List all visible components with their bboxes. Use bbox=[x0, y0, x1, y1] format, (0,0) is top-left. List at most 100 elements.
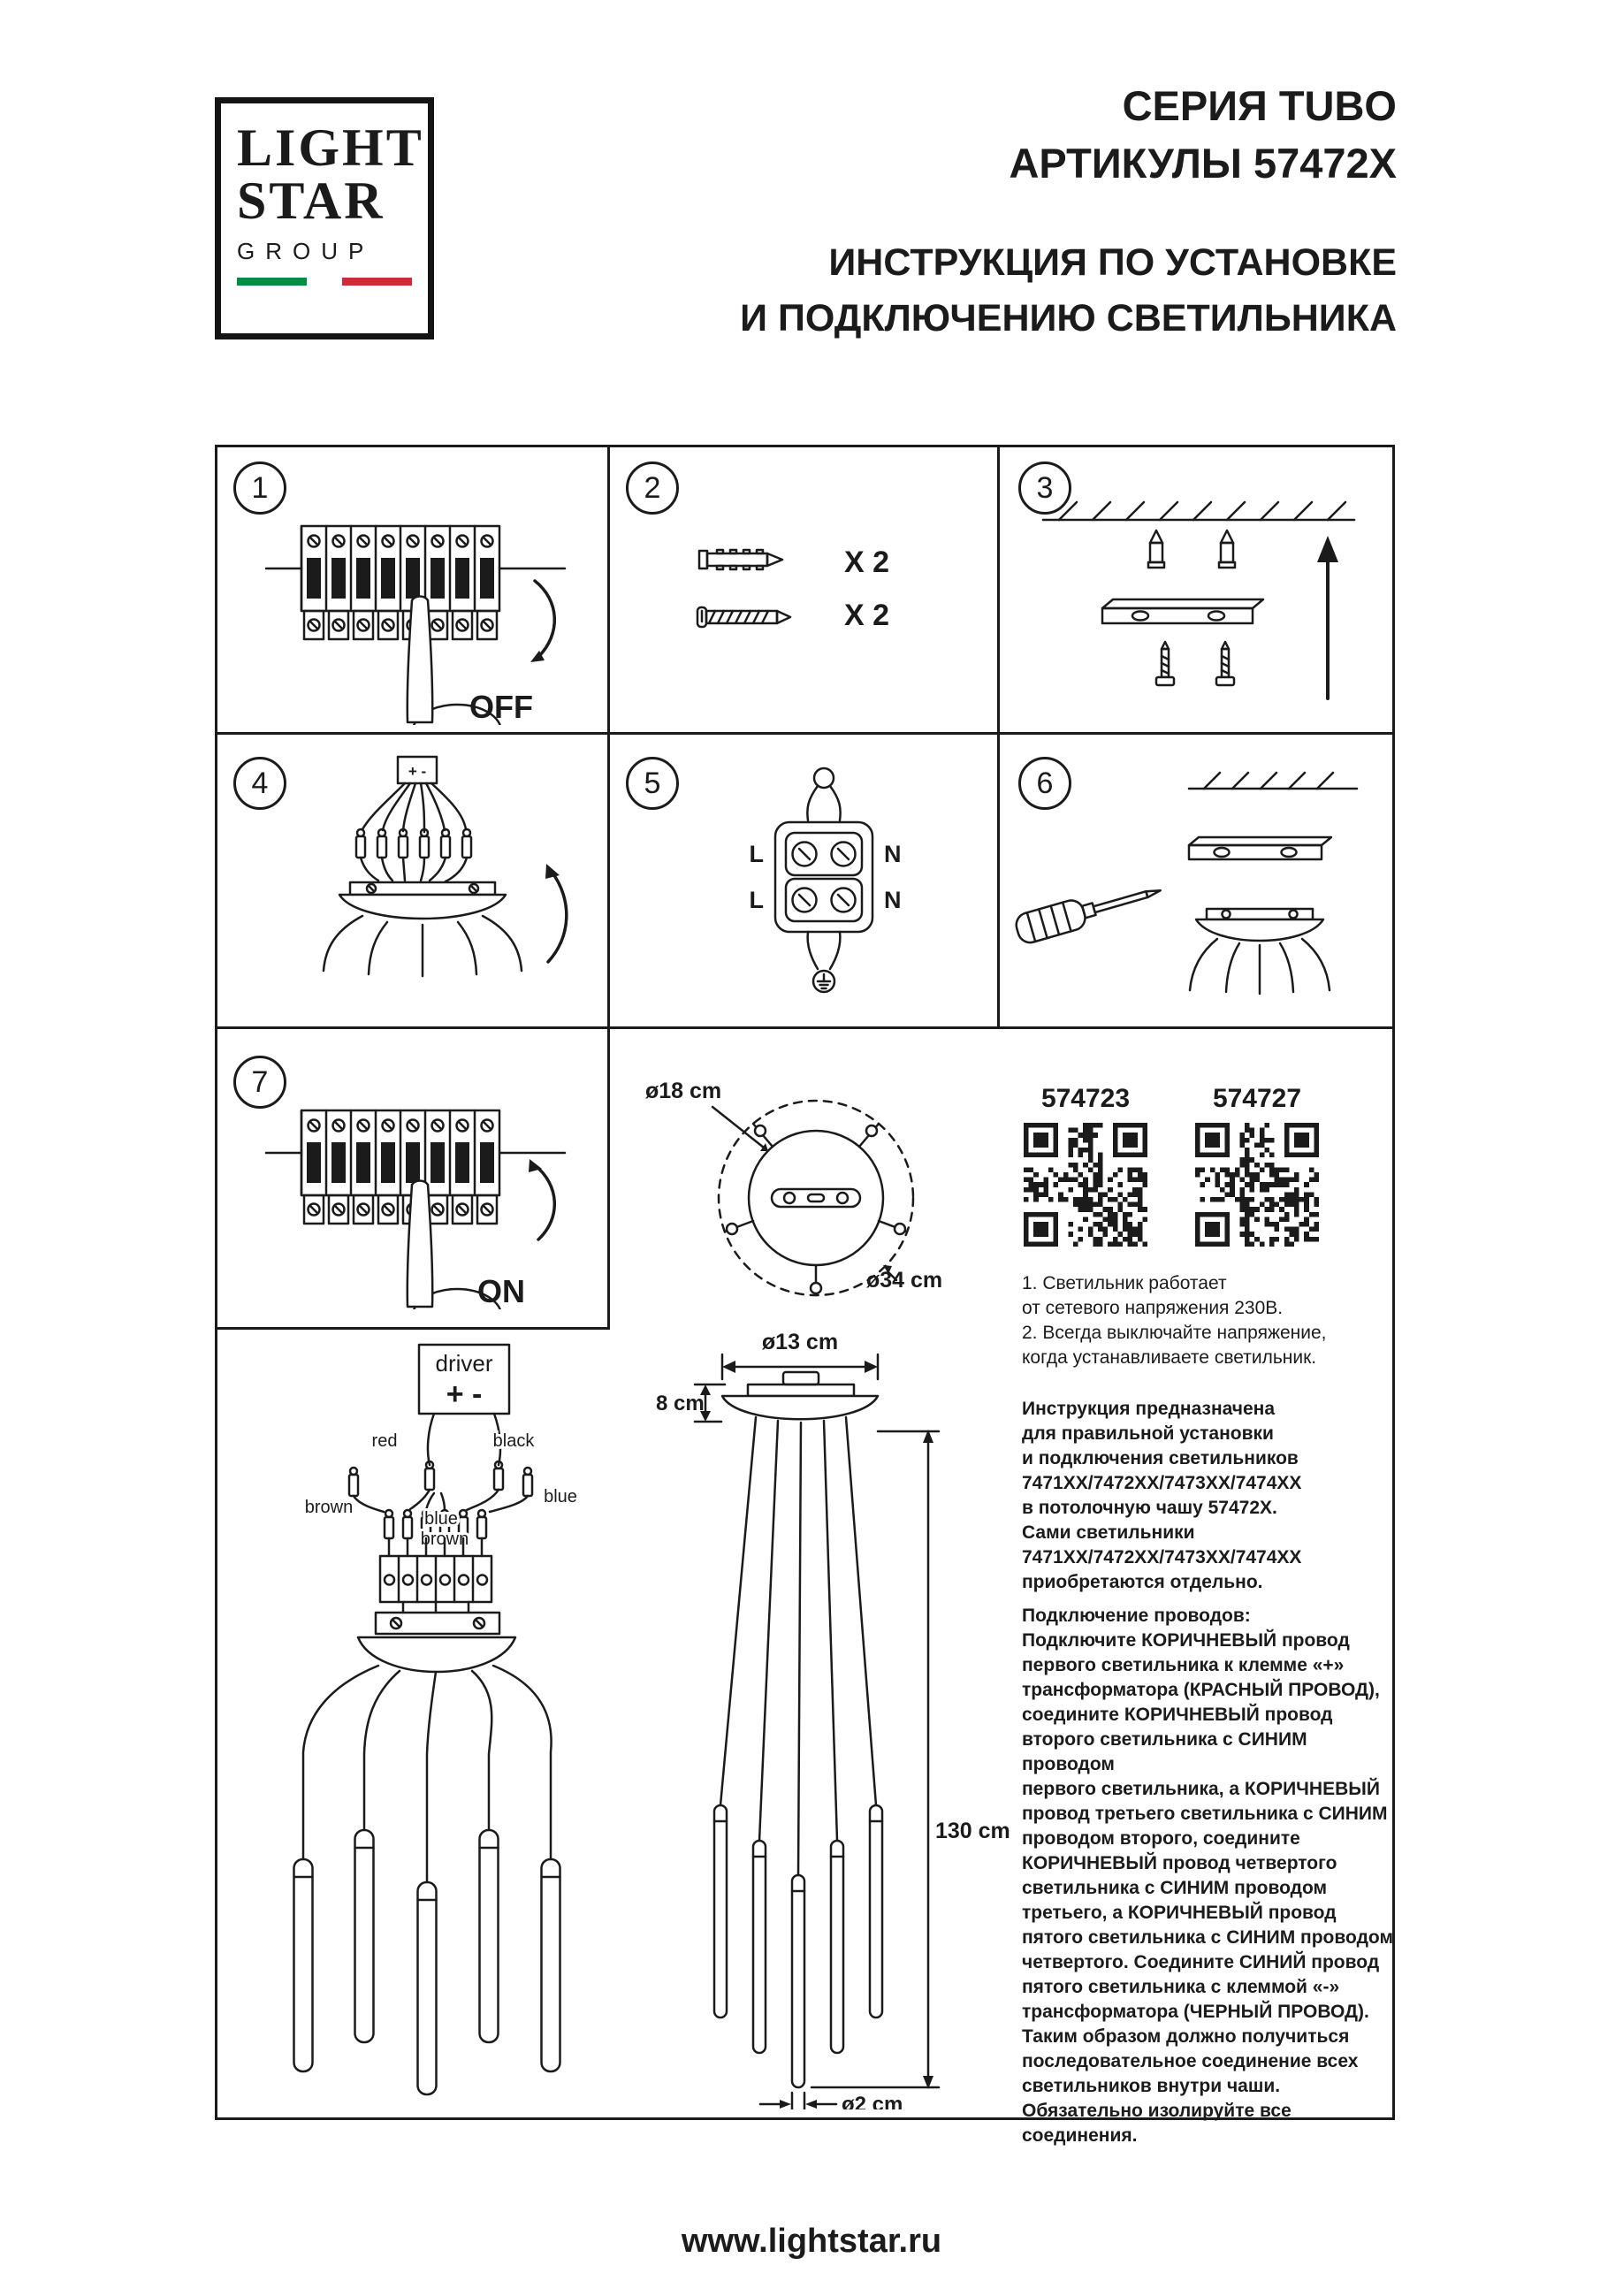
document-header: СЕРИЯ TUBO АРТИКУЛЫ 57472X ИНСТРУКЦИЯ ПО… bbox=[495, 85, 1397, 347]
step-5-digit: 5 bbox=[644, 766, 661, 800]
red-wire-label: red bbox=[372, 1431, 398, 1451]
step3-ceiling-mounting-illustration bbox=[1041, 500, 1356, 700]
step-1-number: 1 bbox=[233, 461, 286, 515]
pointing-hand-icon bbox=[406, 1179, 501, 1309]
ceiling-icon bbox=[1041, 500, 1356, 522]
step-7-number: 7 bbox=[233, 1056, 286, 1109]
screw-right-icon bbox=[1215, 640, 1236, 687]
rotate-up-arrow-icon bbox=[545, 864, 568, 964]
earth-symbol-icon bbox=[812, 969, 836, 994]
steps-grid-border bbox=[215, 445, 1395, 2120]
terminal-L-top-label: L bbox=[750, 841, 765, 867]
pendant-tube-5 bbox=[868, 1804, 884, 2019]
cable-entry-icon bbox=[812, 767, 835, 789]
center-mounting-bar-icon bbox=[770, 1187, 862, 1209]
driver-label: driver bbox=[435, 1350, 492, 1377]
screw-icon bbox=[696, 606, 792, 629]
grid-line-step7-right bbox=[607, 1026, 610, 1330]
canopy-circle bbox=[747, 1129, 885, 1267]
wire-connection-text: Подключение проводов: Подключите КОРИЧНЕ… bbox=[1022, 1606, 1393, 2146]
pendant-tube-2 bbox=[751, 1839, 767, 2055]
logo-word-group: GROUP bbox=[237, 238, 375, 264]
canopy-side-view-icon bbox=[720, 1370, 880, 1421]
switch-up-arrow-icon bbox=[529, 1159, 557, 1241]
tube-diameter-dim-label: ø2 cm bbox=[842, 2093, 903, 2109]
screwdriver-icon bbox=[1015, 889, 1162, 944]
step4-wire-connection-illustration: + - bbox=[322, 755, 568, 978]
step7-power-on-illustration: ON bbox=[264, 1109, 567, 1309]
brown-wire-left-label: brown bbox=[305, 1498, 353, 1517]
intro-text: Инструкция предназначена для правильной … bbox=[1022, 1399, 1302, 1592]
article-numbers: АРТИКУЛЫ 57472X bbox=[1009, 140, 1397, 187]
driver-box-icon: + - bbox=[396, 755, 438, 785]
on-label: ON bbox=[477, 1273, 525, 1309]
wall-plug-left-icon bbox=[1147, 529, 1166, 569]
canopy-icon bbox=[356, 1611, 517, 1674]
pendant-dimensions-diagram: ø13 cm 8 cm 130 cm ø2 cm bbox=[656, 1331, 1010, 2109]
step-1-digit: 1 bbox=[251, 470, 269, 505]
grid-line-step7-bottom bbox=[215, 1327, 610, 1330]
spread-diameter-label: ø34 cm bbox=[866, 1268, 942, 1293]
pendant-tube-4 bbox=[478, 1828, 499, 2044]
terminal-N-bottom-label: N bbox=[884, 887, 902, 913]
step-3-number: 3 bbox=[1018, 461, 1071, 515]
terminal-block-icon bbox=[773, 820, 874, 934]
blue-wire-right-label: blue bbox=[544, 1487, 577, 1507]
drop-height-dim-label: 130 cm bbox=[935, 1819, 1010, 1843]
step-3-digit: 3 bbox=[1036, 470, 1054, 505]
off-label: OFF bbox=[469, 689, 533, 725]
step-2-number: 2 bbox=[626, 461, 679, 515]
screw-quantity-label: X 2 bbox=[844, 599, 889, 632]
logo-word-light: LIGHT bbox=[237, 118, 424, 177]
wall-plug-right-icon bbox=[1217, 529, 1237, 569]
driver-polarity-label: + - bbox=[446, 1377, 483, 1411]
pendant-wiring-diagram: driver + - red black brown blue blue bro… bbox=[293, 1343, 580, 2096]
canopy-top-view-diagram: ø18 cm ø34 cm bbox=[645, 1079, 942, 1297]
logo-word-star: STAR bbox=[237, 172, 385, 230]
dowel-quantity-label: X 2 bbox=[844, 545, 889, 579]
step2-fixings-illustration: X 2 X 2 bbox=[696, 545, 889, 632]
italian-flag-bar bbox=[237, 278, 412, 286]
terminal-L-bottom-label: L bbox=[750, 887, 765, 913]
canopy-height-dim-label: 8 cm bbox=[656, 1392, 705, 1415]
step1-power-off-illustration: OFF bbox=[264, 524, 567, 725]
instruction-title: ИНСТРУКЦИЯ ПО УСТАНОВКЕ И ПОДКЛЮЧЕНИЮ СВ… bbox=[495, 235, 1397, 347]
canopy-icon bbox=[1194, 907, 1325, 942]
step-7-digit: 7 bbox=[251, 1064, 269, 1099]
pointing-hand-icon bbox=[406, 595, 501, 725]
lightstar-logo: LIGHT STAR GROUP bbox=[215, 97, 434, 339]
step-4-digit: 4 bbox=[251, 766, 269, 800]
safety-warning-text: 1. Светильник работает от сетевого напря… bbox=[1022, 1273, 1327, 1368]
mounting-bracket-icon bbox=[1101, 598, 1265, 625]
driver-box-icon: driver + - bbox=[417, 1343, 511, 1415]
pendant-tube-5 bbox=[540, 1857, 561, 2073]
qr-left-code-label: 574723 bbox=[1040, 1084, 1131, 1113]
step-6-digit: 6 bbox=[1036, 766, 1054, 800]
series-title: СЕРИЯ TUBO bbox=[1122, 82, 1397, 129]
mounting-bracket-icon bbox=[1187, 835, 1333, 861]
canopy-diameter-dim-label: ø13 cm bbox=[762, 1331, 838, 1354]
pendant-tube-3 bbox=[790, 1873, 806, 2089]
push-up-arrow-icon bbox=[1317, 536, 1338, 700]
screw-left-icon bbox=[1154, 640, 1176, 687]
step-6-number: 6 bbox=[1018, 757, 1071, 810]
qr-code-right bbox=[1195, 1123, 1319, 1247]
canopy-icon bbox=[338, 881, 507, 920]
switch-down-arrow-icon bbox=[530, 579, 557, 662]
instruction-title-line1: ИНСТРУКЦИЯ ПО УСТАНОВКЕ bbox=[828, 241, 1397, 284]
blue-wire-mid-label: blue bbox=[424, 1509, 458, 1529]
wall-plug-icon bbox=[697, 548, 784, 571]
step-4-number: 4 bbox=[233, 757, 286, 810]
pendant-tube-2 bbox=[354, 1828, 375, 2044]
qr-code-left bbox=[1024, 1123, 1147, 1247]
qr-right-code-label: 574727 bbox=[1212, 1084, 1302, 1113]
step-5-number: 5 bbox=[626, 757, 679, 810]
instruction-title-line2: И ПОДКЛЮЧЕНИЮ СВЕТИЛЬНИКА bbox=[740, 297, 1397, 339]
grid-line-v1 bbox=[607, 445, 610, 1029]
step5-terminal-block-illustration: L N L N bbox=[750, 767, 902, 994]
grid-line-v2 bbox=[997, 445, 1000, 1029]
pendant-tube-3 bbox=[416, 1880, 438, 2096]
black-wire-label: black bbox=[493, 1431, 536, 1451]
step-2-digit: 2 bbox=[644, 470, 661, 505]
